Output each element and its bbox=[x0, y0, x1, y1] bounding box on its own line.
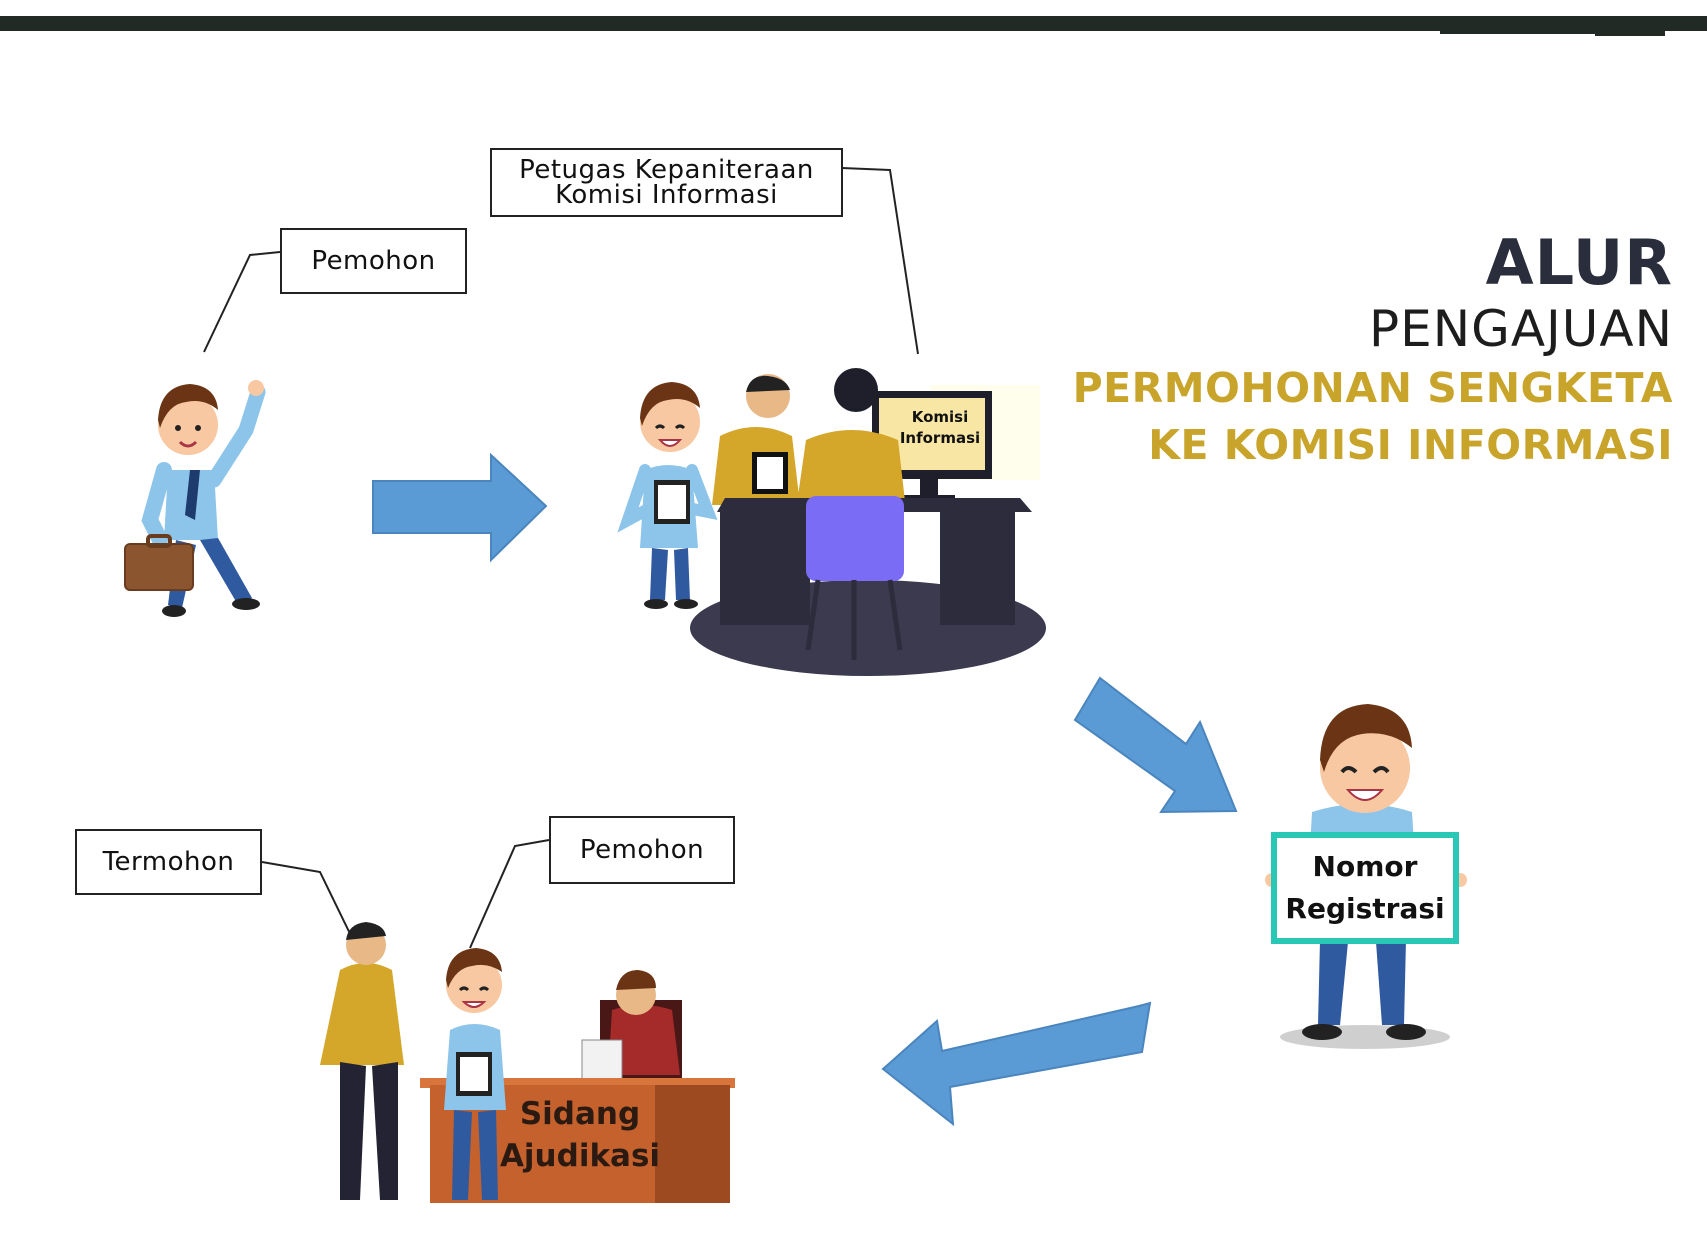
label-petugas-line2: Komisi Informasi bbox=[555, 179, 778, 210]
leader-termohon bbox=[261, 861, 357, 947]
title-line4: KE KOMISI INFORMASI bbox=[1148, 421, 1673, 469]
title-line2: PENGAJUAN bbox=[1368, 300, 1673, 358]
label-pemohon-top-text: Pemohon bbox=[311, 245, 436, 276]
label-petugas-line1: Petugas Kepaniteraan bbox=[519, 154, 814, 185]
label-pemohon-top: Pemohon bbox=[280, 228, 467, 294]
hearing-desk-label: Sidang Ajudikasi bbox=[480, 1093, 680, 1177]
monitor-line1: Komisi bbox=[911, 408, 969, 426]
title-line3: PERMOHONAN SENGKETA bbox=[1072, 364, 1673, 412]
top-bar bbox=[0, 16, 1707, 36]
label-termohon: Termohon bbox=[75, 829, 262, 895]
leader-lines bbox=[203, 167, 919, 949]
arrow-right-icon bbox=[372, 452, 548, 563]
sign-line2: Registrasi bbox=[1285, 892, 1445, 925]
desk-line1: Sidang bbox=[519, 1096, 641, 1132]
applicant-figure bbox=[124, 380, 266, 617]
desk-line2: Ajudikasi bbox=[499, 1138, 661, 1174]
diagram-title: ALUR PENGAJUAN PERMOHONAN SENGKETA KE KO… bbox=[1073, 228, 1673, 474]
arrow-left-icon bbox=[881, 1001, 1152, 1127]
sign-line1: Nomor bbox=[1312, 850, 1418, 883]
arrow-down-right-icon bbox=[1073, 676, 1238, 814]
label-pemohon-bottom: Pemohon bbox=[549, 816, 735, 884]
monitor-label: Komisi Informasi bbox=[897, 407, 983, 449]
label-termohon-text: Termohon bbox=[102, 846, 235, 877]
label-petugas: Petugas Kepaniteraan Komisi Informasi bbox=[490, 148, 843, 217]
leader-pemohon-top bbox=[203, 251, 281, 353]
label-pemohon-bottom-text: Pemohon bbox=[579, 834, 705, 865]
leader-petugas bbox=[841, 167, 919, 355]
hearing-scene bbox=[320, 922, 735, 1203]
monitor-line2: Informasi bbox=[899, 429, 981, 447]
clerk-desk-scene bbox=[617, 368, 1046, 676]
registration-sign: Nomor Registrasi bbox=[1271, 832, 1459, 944]
title-line1: ALUR bbox=[1485, 226, 1673, 299]
leader-pemohon-bottom bbox=[469, 839, 550, 949]
